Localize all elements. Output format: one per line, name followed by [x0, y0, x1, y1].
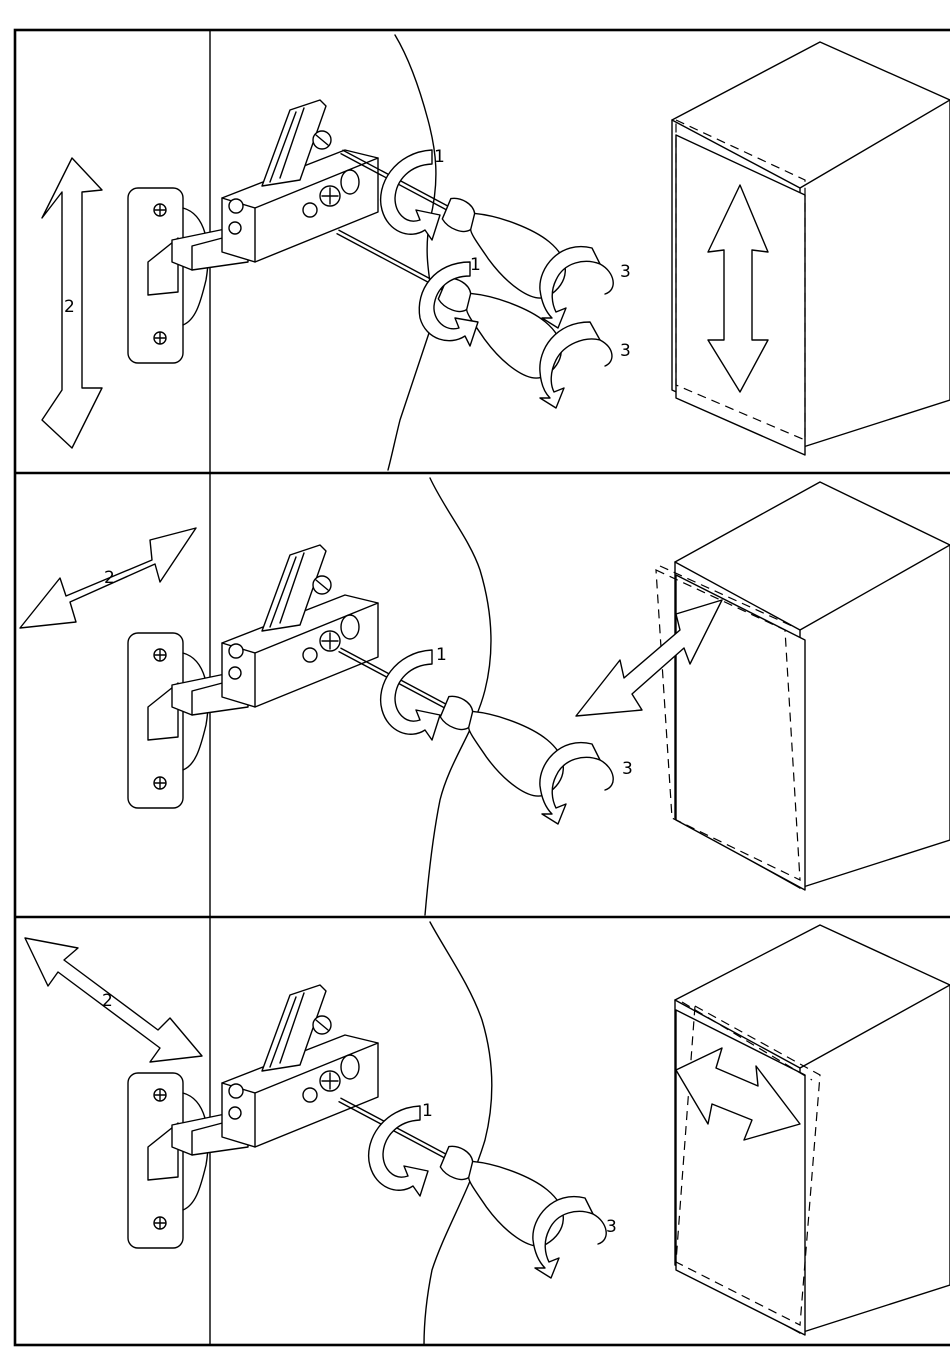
torn-edge: [424, 922, 492, 1345]
rotation-label: 3: [620, 341, 631, 361]
cabinet: [576, 482, 950, 890]
panel-vertical-adjustment: 2 1 1 3 3: [42, 35, 950, 470]
rotation-arrow: [381, 150, 440, 240]
direction-label: 2: [64, 297, 75, 317]
screw-label: 1: [436, 645, 447, 665]
rotation-label: 3: [620, 262, 631, 282]
screw-label: 1: [470, 255, 481, 275]
panel-side-adjustment: 2 1 3: [25, 922, 950, 1345]
screw-label: 1: [434, 147, 445, 167]
cabinet: [672, 42, 950, 455]
rotation-label: 3: [606, 1217, 617, 1237]
direction-label: 2: [104, 568, 115, 588]
rotation-arrow: [369, 1106, 428, 1196]
direction-label: 2: [102, 991, 113, 1011]
panel-depth-adjustment: 2 1 3: [20, 478, 950, 915]
rotation-arrow: [381, 650, 440, 740]
screw-label: 1: [422, 1101, 433, 1121]
diagonal-double-arrow: [25, 938, 202, 1062]
cabinet: [675, 925, 950, 1335]
rotation-label: 3: [622, 759, 633, 779]
torn-edge: [388, 35, 436, 470]
